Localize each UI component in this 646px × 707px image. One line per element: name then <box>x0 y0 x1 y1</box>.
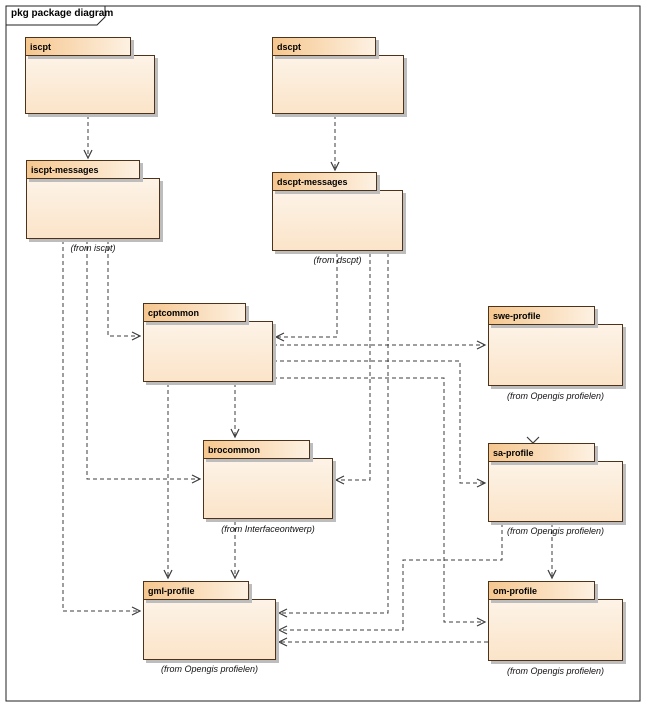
frame-tab <box>5 5 106 26</box>
package-body[interactable] <box>272 190 403 251</box>
from-label-brocommon: (from Interfaceontwerp) <box>221 524 315 534</box>
package-body[interactable] <box>143 599 276 660</box>
package-body[interactable] <box>272 55 404 114</box>
package-tab[interactable]: gml-profile <box>143 581 249 600</box>
from-label-dscpt-messages: (from dscpt) <box>313 255 362 265</box>
package-tab[interactable]: swe-profile <box>488 306 595 325</box>
package-name: sa-profile <box>493 448 534 458</box>
package-tab[interactable]: dscpt-messages <box>272 172 377 191</box>
package-body[interactable] <box>488 599 623 661</box>
dependency-sa-profile-to-gml-profile[interactable] <box>277 523 503 635</box>
dependency-iscpt-messages-to-gml-profile[interactable] <box>62 240 142 616</box>
package-name: cptcommon <box>148 308 200 318</box>
package-name: iscpt-messages <box>31 165 99 175</box>
package-tab[interactable]: sa-profile <box>488 443 595 462</box>
from-label-iscpt-messages: (from iscpt) <box>70 243 116 253</box>
package-tab[interactable]: cptcommon <box>143 303 246 322</box>
package-tab[interactable]: iscpt-messages <box>26 160 140 179</box>
dependency-cptcommon-to-sa-profile[interactable] <box>273 360 487 488</box>
package-name: gml-profile <box>148 586 195 596</box>
frame-label: pkg package diagram <box>11 8 114 19</box>
package-body[interactable] <box>143 321 273 382</box>
dependency-dscpt-messages-to-brocommon[interactable] <box>334 253 371 485</box>
package-name: iscpt <box>30 42 52 52</box>
package-name: swe-profile <box>493 311 541 321</box>
dependency-cptcommon-to-om-profile[interactable] <box>273 377 487 627</box>
from-label-sa-profile: (from Opengis profielen) <box>506 526 605 536</box>
package-body[interactable] <box>26 178 160 239</box>
dependency-dscpt-messages-to-gml-profile[interactable] <box>277 253 389 618</box>
dependency-iscpt-messages-to-brocommon[interactable] <box>86 240 202 484</box>
package-name: dscpt-messages <box>277 177 348 187</box>
dependency-iscpt-messages-to-cptcommon[interactable] <box>107 240 142 341</box>
package-name: om-profile <box>493 586 537 596</box>
package-tab[interactable]: dscpt <box>272 37 376 56</box>
package-body[interactable] <box>25 55 155 114</box>
diagram-frame <box>5 5 641 702</box>
from-label-gml-profile: (from Opengis profielen) <box>160 664 259 674</box>
package-body[interactable] <box>203 458 333 519</box>
package-tab[interactable]: brocommon <box>203 440 310 459</box>
dependency-dscpt-messages-to-cptcommon[interactable] <box>274 253 338 342</box>
from-label-swe-profile: (from Opengis profielen) <box>506 391 605 401</box>
package-name: brocommon <box>208 445 261 455</box>
from-label-om-profile: (from Opengis profielen) <box>506 666 605 676</box>
package-name: dscpt <box>277 42 302 52</box>
package-tab[interactable]: iscpt <box>25 37 131 56</box>
package-body[interactable] <box>488 461 623 522</box>
package-body[interactable] <box>488 324 623 386</box>
package-tab[interactable]: om-profile <box>488 581 595 600</box>
